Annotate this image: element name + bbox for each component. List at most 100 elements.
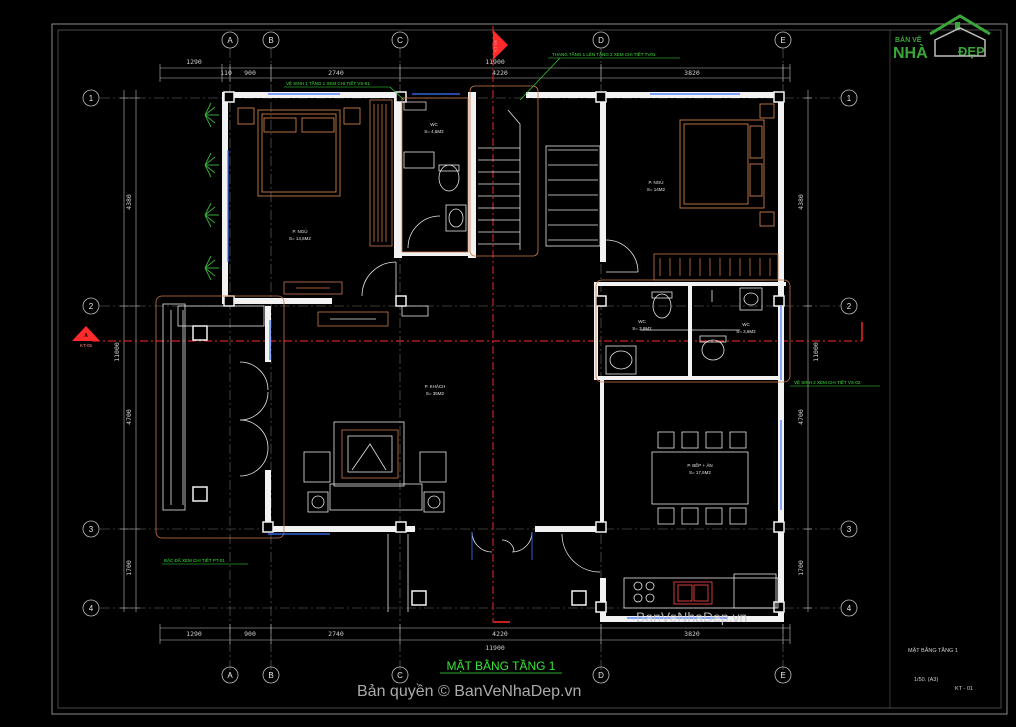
grid-bubble-top-b: B [262,31,280,49]
svg-text:A: A [227,671,233,680]
sheet-border-inner [57,29,1002,709]
room-label-living-room: P. KHÁCH S= 35M2 [425,383,446,396]
svg-text:VỆ SINH 2 XEM CHI TIẾT VS-02: VỆ SINH 2 XEM CHI TIẾT VS-02 [794,378,861,385]
svg-text:P. NGỦ: P. NGỦ [649,179,664,185]
note-steps: BẬC ĐẮ XEM CHI TIẾT PT-01 [162,556,248,565]
svg-text:2: 2 [89,302,94,311]
svg-text:VỆ SINH 1 TẦNG 1 XEM CHI TIẾT: VỆ SINH 1 TẦNG 1 XEM CHI TIẾT VS-01 [286,79,370,86]
grid-bubble-right-1: 1 [840,89,858,107]
svg-text:MẶT BẰNG TẦNG 1: MẶT BẰNG TẦNG 1 [908,646,958,654]
grid-bubble-bottom-c: C [391,666,409,684]
dimension-texts: 1290 110 900 2740 4220 3820 11900 1290 9… [113,58,820,652]
grid-bubble-right-3: 3 [840,520,858,538]
grid-bubble-bottom-e: E [774,666,792,684]
svg-text:11000: 11000 [812,342,820,362]
svg-text:C: C [397,36,403,45]
svg-text:1: 1 [847,94,852,103]
section-line-b: B KT-06 [483,26,510,623]
dining-table [651,431,749,525]
columns [192,91,785,613]
svg-text:2740: 2740 [328,630,344,638]
svg-text:WC: WC [742,322,750,327]
svg-text:S= 3,6M2: S= 3,6M2 [632,326,652,331]
room-labels: P. NGỦ S= 14,5M2 WC S= 4,5M2 P. NGỦ S= 1… [289,122,756,475]
svg-text:4380: 4380 [797,194,805,210]
bed-1 [237,107,361,197]
svg-text:4700: 4700 [797,409,805,425]
room-label-wc-1: WC S= 4,5M2 [424,122,444,134]
svg-text:4700: 4700 [125,409,133,425]
grid-bubble-left-2: 2 [82,297,100,315]
svg-text:A: A [227,36,233,45]
dimension-lines [120,64,812,644]
svg-text:A: A [84,333,88,339]
svg-text:KT-05: KT-05 [80,343,93,348]
grid-bubble-right-4: 4 [840,599,858,617]
svg-text:S= 14M2: S= 14M2 [647,187,666,192]
svg-text:1/50. (A3): 1/50. (A3) [914,677,938,683]
door-bedroom-2 [605,239,639,273]
sheet-border-outer [51,23,1008,715]
svg-text:2: 2 [847,302,852,311]
watermark-copyright: Bản quyền © BanVeNhaDep.vn [357,683,581,700]
grid-bubble-bottom-a: A [221,666,239,684]
svg-text:11900: 11900 [485,58,505,66]
dresser-1 [283,281,343,295]
svg-text:WC: WC [638,319,646,324]
svg-text:B: B [268,36,273,45]
note-wc-2: VỆ SINH 2 XEM CHI TIẾT VS-02 [790,378,880,387]
svg-text:E: E [780,671,785,680]
svg-text:S= 3,6M2: S= 3,6M2 [736,329,756,334]
svg-text:11900: 11900 [485,644,505,652]
plants [204,102,219,281]
svg-text:S= 4,5M2: S= 4,5M2 [424,129,444,134]
svg-text:WC: WC [430,122,438,127]
kitchen-counter [623,573,779,609]
wc-2-3-fixtures [595,279,791,383]
room-label-bedroom-1: P. NGỦ S= 14,5M2 [289,228,311,241]
room-label-wc-2: WC S= 3,6M2 [632,319,652,331]
grid-bubble-top-d: D [592,31,610,49]
svg-text:D: D [598,671,604,680]
svg-text:900: 900 [244,69,256,77]
svg-text:B: B [268,671,273,680]
porch-doors [239,361,269,477]
svg-text:C: C [397,671,403,680]
grid-bubble-left-4: 4 [82,599,100,617]
svg-text:P. NGỦ: P. NGỦ [293,228,308,234]
svg-text:S= 17,5M2: S= 17,5M2 [689,470,711,475]
brand-logo: BẢN VẼ NHÀ ĐẸP [893,14,991,62]
svg-text:1290: 1290 [186,630,202,638]
svg-text:S= 14,5M2: S= 14,5M2 [289,236,311,241]
svg-text:P. BẾP + ĂN: P. BẾP + ĂN [687,462,712,468]
svg-text:NHÀ: NHÀ [893,43,928,62]
watermark-site: BanVeNhaDep.vn [636,609,747,625]
svg-text:BẢN VẼ: BẢN VẼ [895,35,922,44]
wardrobe-1 [369,99,393,247]
bed-2 [679,103,775,227]
svg-text:1700: 1700 [125,560,133,576]
svg-text:BẬC ĐẮ XEM CHI TIẾT PT-01: BẬC ĐẮ XEM CHI TIẾT PT-01 [164,556,225,563]
svg-text:1700: 1700 [797,560,805,576]
svg-text:E: E [780,36,785,45]
svg-text:B: B [483,45,489,49]
grid-bubble-right-2: 2 [840,297,858,315]
annotation-notes: THANG TẦNG 1 LÊN TẦNG 2 XEM CHI TIẾT TV0… [162,50,880,565]
svg-text:4: 4 [847,604,852,613]
svg-text:4380: 4380 [125,194,133,210]
grid-bubble-bottom-b: B [262,666,280,684]
svg-text:1290: 1290 [186,58,202,66]
svg-text:1: 1 [89,94,94,103]
svg-text:3820: 3820 [684,69,700,77]
svg-text:MẶT BẰNG TẦNG 1: MẶT BẰNG TẦNG 1 [447,658,556,673]
svg-text:D: D [598,36,604,45]
entrance-doors [387,531,601,612]
svg-text:110: 110 [220,69,232,77]
grid-bubble-top-e: E [774,31,792,49]
svg-text:3: 3 [89,525,94,534]
svg-text:BanVeNhaDep.vn: BanVeNhaDep.vn [636,609,747,625]
grid-bubble-top-a: A [221,31,239,49]
living-room-furniture [303,305,447,513]
note-stair: THANG TẦNG 1 LÊN TẦNG 2 XEM CHI TIẾT TV0… [519,50,680,101]
